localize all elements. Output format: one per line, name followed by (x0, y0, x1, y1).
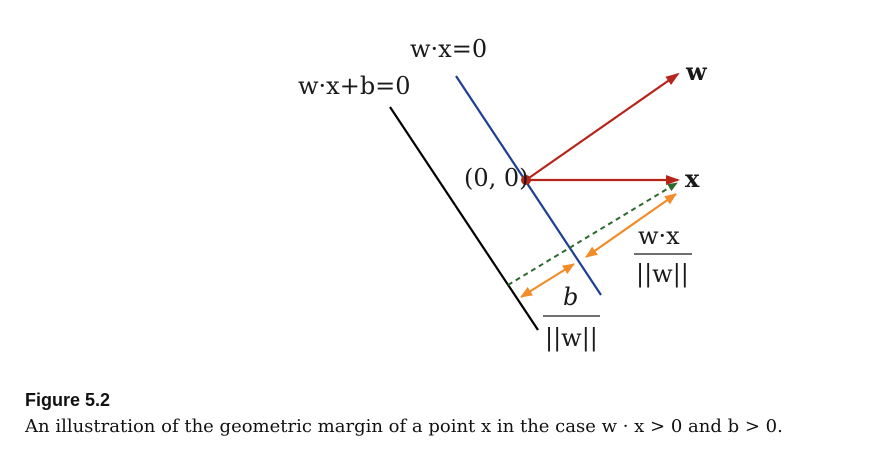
hyperplane-offset-line (389, 106, 539, 331)
origin-label: (0, 0) (464, 164, 529, 192)
geometric-margin-diagram: w·x=0 w·x+b=0 (0, 0) w x w·x ||w|| b ||w… (298, 35, 708, 353)
hyperplane-origin-label: w·x=0 (410, 35, 487, 63)
hyperplane-offset-label: w·x+b=0 (298, 72, 411, 100)
offset-numerator-label: b (563, 283, 578, 311)
offset-margin-arrow (520, 263, 575, 298)
projection-numerator-label: w·x (638, 222, 680, 250)
offset-denominator-label: ||w|| (545, 324, 598, 353)
projection-denominator-label: ||w|| (636, 260, 689, 289)
origin-point (521, 175, 531, 185)
vector-x-label: x (685, 164, 700, 193)
figure-caption-text: An illustration of the geometric margin … (25, 416, 783, 437)
projection-margin-arrow (585, 193, 677, 258)
hyperplane-origin-line (455, 75, 602, 296)
figure-caption-title: Figure 5.2 (25, 390, 111, 410)
vector-w-arrow (525, 72, 680, 181)
vector-w-label: w (685, 57, 708, 86)
